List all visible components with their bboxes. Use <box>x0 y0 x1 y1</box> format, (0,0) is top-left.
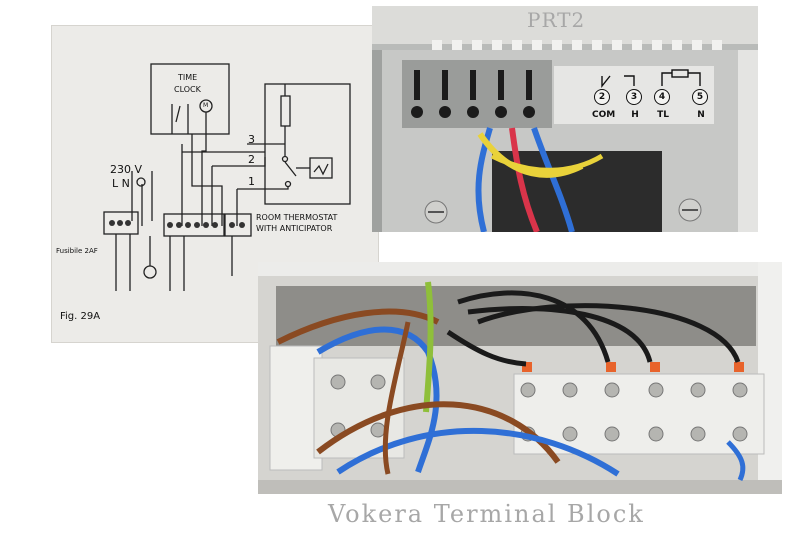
terminal-name-com: COM <box>592 110 616 120</box>
wiring-diagram: TIME CLOCK M 230 V L N 3 2 1 ROOM THERMO… <box>52 26 378 342</box>
wiring-diagram-lines <box>103 63 351 291</box>
thermostat-label-1: ROOM THERMOSTAT <box>256 213 338 222</box>
wire-1-label: 1 <box>248 175 255 188</box>
wire-2-label: 2 <box>248 153 255 166</box>
terminal-name-h: H <box>631 110 639 120</box>
fuse-label: Fusibile 2AF <box>56 247 98 255</box>
voltage-label: 230 V <box>110 163 143 176</box>
terminal-circle-2: 2 <box>594 89 610 105</box>
figure-label: Fig. 29A <box>60 311 101 322</box>
wire-3-label: 3 <box>248 133 255 146</box>
thermostat-label-2: WITH ANTICIPATOR <box>256 224 333 233</box>
terminal-name-tl: TL <box>657 110 669 120</box>
thermostat-photo: 2 3 4 5 COM H TL N <box>372 6 758 232</box>
time-label: TIME <box>178 73 198 82</box>
terminal-circle-5: 5 <box>692 89 708 105</box>
terminal-circle-3: 3 <box>626 89 642 105</box>
line-neutral-label: L N <box>112 177 130 190</box>
clock-label: CLOCK <box>174 85 201 94</box>
motor-label: M <box>203 102 209 109</box>
terminal-circle-4: 4 <box>654 89 670 105</box>
terminal-block-photo-drawing <box>258 262 782 494</box>
prt2-caption: PRT2 <box>527 8 586 32</box>
terminal-name-n: N <box>697 110 705 120</box>
thermostat-photo-drawing <box>372 6 758 232</box>
vokera-terminal-block-caption: Vokera Terminal Block <box>328 500 645 528</box>
terminal-block-photo <box>258 262 782 494</box>
time-clock-box <box>150 63 230 135</box>
